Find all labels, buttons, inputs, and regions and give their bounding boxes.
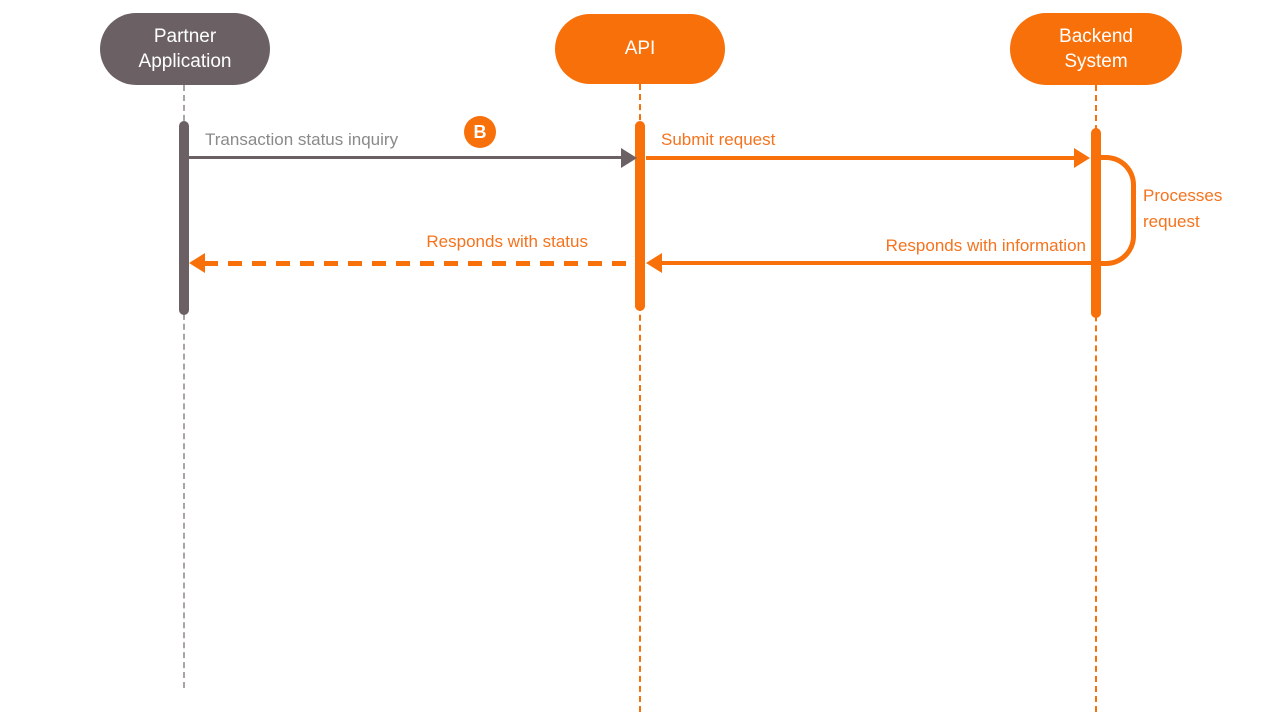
step-b-badge: B <box>464 116 496 148</box>
message-3-label: Responds with information <box>885 236 1086 255</box>
lifeline-api <box>639 84 641 712</box>
actor-api: API <box>555 14 725 84</box>
actor-partner-label: Partner Application <box>138 25 232 72</box>
actor-partner-application: Partner Application <box>100 13 270 85</box>
activation-bar-api <box>635 121 645 311</box>
activation-bar-partner <box>179 121 189 315</box>
self-loop-backend <box>1096 155 1136 266</box>
lifeline-backend <box>1095 85 1097 712</box>
message-4-label: Responds with status <box>426 232 588 251</box>
message-2-label: Submit request <box>661 130 776 149</box>
message-4-arrowhead-icon <box>189 253 205 273</box>
actor-backend-system: Backend System <box>1010 13 1182 85</box>
lifeline-partner <box>183 85 185 688</box>
message-1-line <box>189 156 623 159</box>
message-2-line <box>646 156 1075 160</box>
message-4-line <box>204 261 640 266</box>
self-loop-label: Processes request <box>1143 186 1223 231</box>
actor-backend-label: Backend System <box>1059 25 1133 72</box>
actor-api-label: API <box>624 38 656 60</box>
activation-bar-backend <box>1091 128 1101 318</box>
message-3-arrowhead-icon <box>646 253 662 273</box>
message-1-label: Transaction status inquiry <box>205 130 399 149</box>
message-1-arrowhead-icon <box>621 148 637 168</box>
message-3-line <box>661 261 1101 265</box>
message-2-arrowhead-icon <box>1074 148 1090 168</box>
